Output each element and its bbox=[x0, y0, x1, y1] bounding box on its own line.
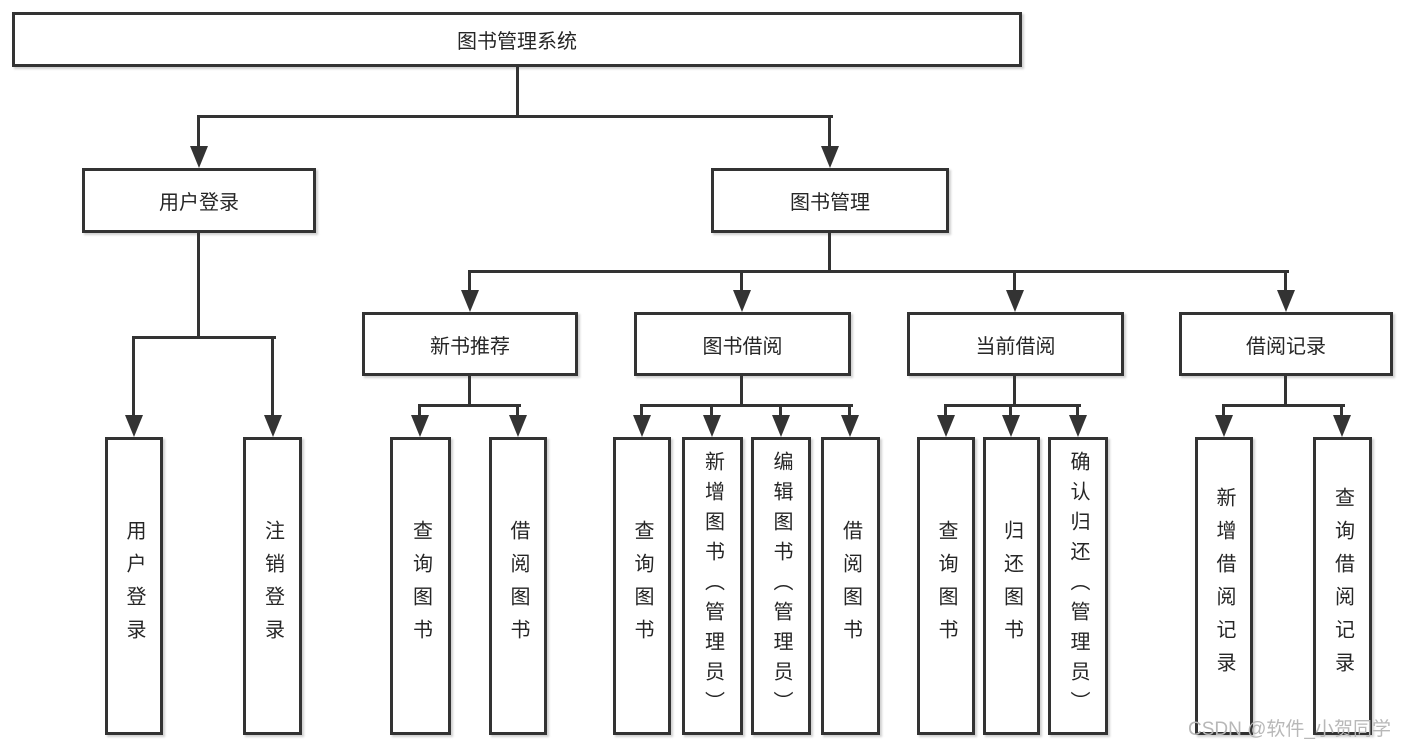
leaf-add-borrow-record-label: 新增借阅记录 bbox=[1213, 487, 1235, 685]
csdn-watermark: CSDN @软件_小贺同学 bbox=[1188, 719, 1391, 740]
node-book-borrow: 图书借阅 bbox=[634, 312, 851, 376]
leaf-add-book-admin-label: 新增图书（管理员） bbox=[701, 451, 724, 721]
arrow-down-icon bbox=[703, 415, 721, 437]
node-user-login-label: 用户登录 bbox=[159, 192, 239, 214]
leaf-borrow-book-2-label: 借阅图书 bbox=[839, 520, 862, 652]
leaf-query-book-2-label: 查询图书 bbox=[631, 520, 653, 652]
connector-leaf-drop bbox=[271, 336, 274, 417]
arrow-down-icon bbox=[461, 290, 479, 312]
node-book-borrow-label: 图书借阅 bbox=[702, 335, 783, 358]
arrow-down-icon bbox=[411, 415, 429, 437]
arrow-down-icon bbox=[190, 146, 208, 168]
leaf-borrow-book-1-label: 借阅图书 bbox=[507, 520, 529, 652]
leaf-edit-book-admin-label: 编辑图书（管理员） bbox=[770, 451, 792, 721]
arrow-down-icon bbox=[937, 415, 955, 437]
connector-leaf-drop bbox=[1340, 404, 1343, 417]
connector-leaf-drop bbox=[1076, 404, 1079, 417]
node-book-mgmt-label: 图书管理 bbox=[790, 192, 870, 214]
arrow-down-icon bbox=[821, 146, 839, 168]
leaf-query-borrow-record: 查询借阅记录 bbox=[1313, 437, 1372, 735]
arrow-down-icon bbox=[1006, 290, 1024, 312]
leaf-add-book-admin: 新增图书（管理员） bbox=[682, 437, 743, 735]
connector-user-login-stem bbox=[197, 233, 200, 339]
leaf-confirm-return-admin: 确认归还（管理员） bbox=[1048, 437, 1108, 735]
connector-group1-stem bbox=[468, 376, 471, 407]
connector-leaf-drop bbox=[710, 404, 713, 417]
connector-leaf-drop bbox=[1009, 404, 1012, 417]
arrow-down-icon bbox=[772, 415, 790, 437]
leaf-query-borrow-record-label: 查询借阅记录 bbox=[1331, 487, 1354, 685]
leaf-borrow-book-1: 借阅图书 bbox=[489, 437, 547, 735]
connector-leaf-drop bbox=[516, 404, 519, 417]
leaf-query-book-2: 查询图书 bbox=[613, 437, 671, 735]
leaf-borrow-book-2: 借阅图书 bbox=[821, 437, 880, 735]
connector-user-login-rail bbox=[132, 336, 276, 339]
leaf-user-login-label: 用户登录 bbox=[123, 520, 145, 652]
connector-group1-rail bbox=[418, 404, 521, 407]
connector-group3-rail bbox=[944, 404, 1081, 407]
arrow-down-icon bbox=[1215, 415, 1233, 437]
leaf-user-login: 用户登录 bbox=[105, 437, 163, 735]
node-current-borrow: 当前借阅 bbox=[907, 312, 1124, 376]
connector-leaf-drop bbox=[944, 404, 947, 417]
leaf-logout-login-label: 注销登录 bbox=[261, 520, 284, 652]
connector-leaf-drop bbox=[779, 404, 782, 417]
leaf-confirm-return-admin-label: 确认归还（管理员） bbox=[1067, 451, 1089, 721]
connector-book-mgmt-drop bbox=[828, 115, 831, 148]
node-root: 图书管理系统 bbox=[12, 12, 1022, 67]
connector-leaf-drop bbox=[848, 404, 851, 417]
connector-group-drop bbox=[740, 270, 743, 292]
leaf-query-book-3-label: 查询图书 bbox=[935, 520, 957, 652]
connector-group2-rail bbox=[640, 404, 853, 407]
arrow-down-icon bbox=[125, 415, 143, 437]
connector-group2-stem bbox=[740, 376, 743, 407]
node-borrow-record: 借阅记录 bbox=[1179, 312, 1393, 376]
node-book-mgmt: 图书管理 bbox=[711, 168, 949, 233]
arrow-down-icon bbox=[633, 415, 651, 437]
arrow-down-icon bbox=[1333, 415, 1351, 437]
node-root-label: 图书管理系统 bbox=[457, 31, 577, 53]
leaf-return-book-label: 归还图书 bbox=[1000, 520, 1023, 652]
connector-group-drop bbox=[1013, 270, 1016, 292]
connector-leaf-drop bbox=[418, 404, 421, 417]
node-current-borrow-label: 当前借阅 bbox=[975, 335, 1056, 358]
connector-group3-stem bbox=[1013, 376, 1016, 407]
arrow-down-icon bbox=[841, 415, 859, 437]
node-new-book-rec-label: 新书推荐 bbox=[430, 335, 510, 358]
leaf-add-borrow-record: 新增借阅记录 bbox=[1195, 437, 1253, 735]
connector-user-login-drop bbox=[197, 115, 200, 148]
connector-leaf-drop bbox=[132, 336, 135, 417]
connector-level1-rail bbox=[197, 115, 833, 118]
leaf-edit-book-admin: 编辑图书（管理员） bbox=[751, 437, 811, 735]
node-borrow-record-label: 借阅记录 bbox=[1246, 335, 1326, 358]
leaf-query-book-1-label: 查询图书 bbox=[409, 520, 432, 652]
arrow-down-icon bbox=[264, 415, 282, 437]
arrow-down-icon bbox=[1277, 290, 1295, 312]
connector-group-drop bbox=[1284, 270, 1287, 292]
connector-level3-rail bbox=[468, 270, 1289, 273]
node-user-login: 用户登录 bbox=[82, 168, 316, 233]
leaf-logout-login: 注销登录 bbox=[243, 437, 302, 735]
arrow-down-icon bbox=[1002, 415, 1020, 437]
connector-leaf-drop bbox=[1222, 404, 1225, 417]
arrow-down-icon bbox=[1069, 415, 1087, 437]
connector-group4-rail bbox=[1222, 404, 1345, 407]
connector-leaf-drop bbox=[640, 404, 643, 417]
connector-book-mgmt-stem bbox=[828, 233, 831, 273]
connector-group4-stem bbox=[1284, 376, 1287, 407]
node-new-book-rec: 新书推荐 bbox=[362, 312, 578, 376]
connector-group-drop bbox=[468, 270, 471, 292]
leaf-return-book: 归还图书 bbox=[983, 437, 1040, 735]
arrow-down-icon bbox=[733, 290, 751, 312]
arrow-down-icon bbox=[509, 415, 527, 437]
leaf-query-book-3: 查询图书 bbox=[917, 437, 975, 735]
connector-root-stem bbox=[516, 66, 519, 118]
leaf-query-book-1: 查询图书 bbox=[390, 437, 451, 735]
